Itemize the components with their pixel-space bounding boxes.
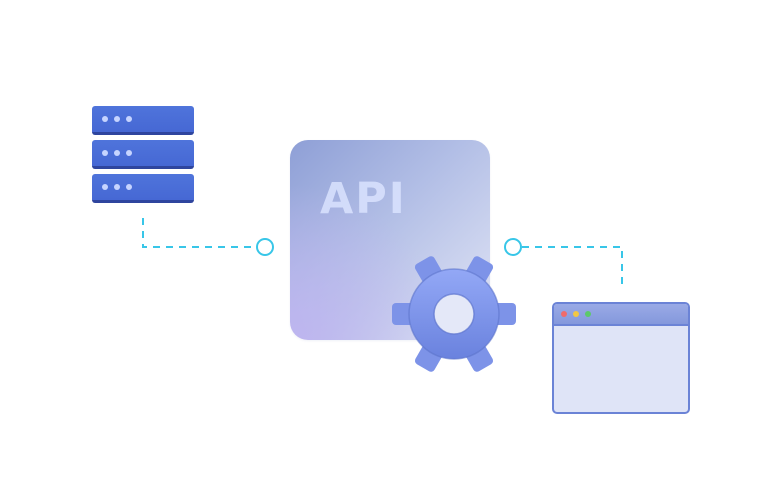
- server-led: [114, 184, 120, 190]
- server-led: [126, 150, 132, 156]
- right-connector-node: [504, 238, 522, 256]
- browser-window-icon: [552, 302, 690, 414]
- left-connector-node: [256, 238, 274, 256]
- server-led: [126, 116, 132, 122]
- api-to-browser-connector: [522, 246, 623, 284]
- api-label: API: [320, 174, 407, 224]
- browser-titlebar: [554, 304, 688, 326]
- minimize-dot: [573, 311, 579, 317]
- server-led: [114, 150, 120, 156]
- server-led: [126, 184, 132, 190]
- gear-icon: [392, 256, 516, 372]
- server-stack-icon: [92, 106, 194, 208]
- close-dot: [561, 311, 567, 317]
- maximize-dot: [585, 311, 591, 317]
- server-led: [102, 116, 108, 122]
- server-led: [102, 150, 108, 156]
- server-unit: [92, 106, 194, 135]
- server-unit: [92, 174, 194, 203]
- server-led: [114, 116, 120, 122]
- server-unit: [92, 140, 194, 169]
- server-led: [102, 184, 108, 190]
- server-to-api-connector: [142, 218, 256, 248]
